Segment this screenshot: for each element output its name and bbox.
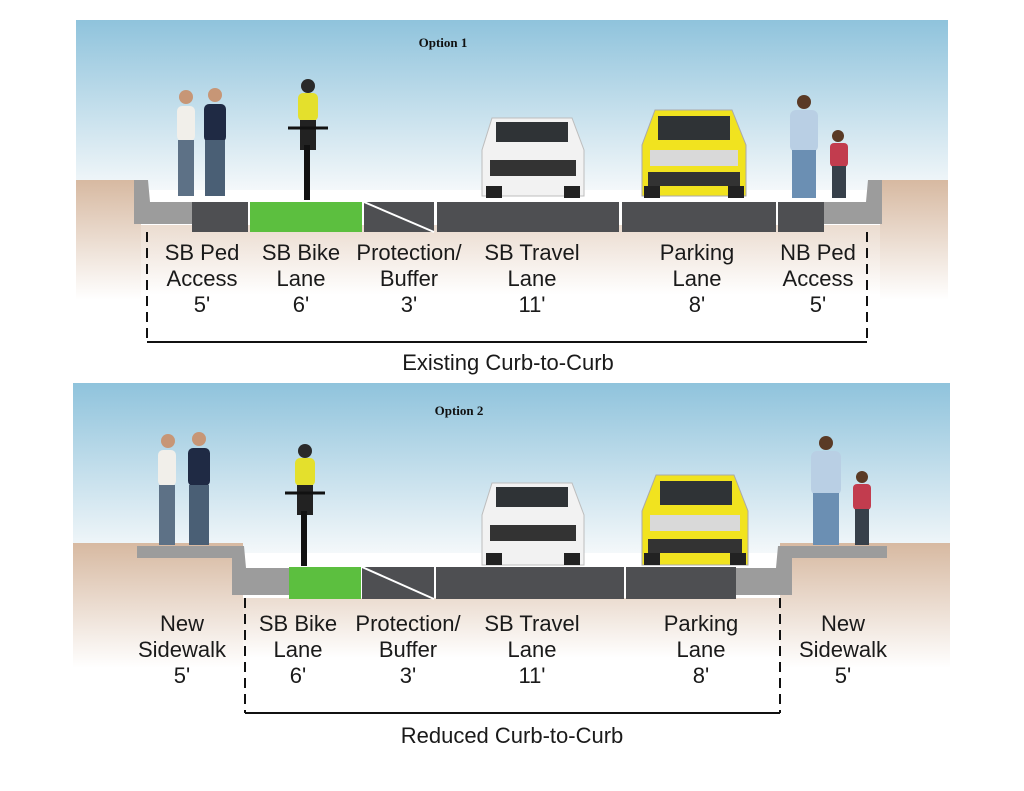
option1-illustration <box>76 20 948 343</box>
adult-child-figure <box>790 95 848 198</box>
option1-title: Option 1 <box>418 35 468 50</box>
bike-lane-surface <box>289 567 361 599</box>
left-curb <box>232 546 290 595</box>
adult-child-figure <box>811 436 871 545</box>
left-curb <box>134 180 192 224</box>
pedestrian-couple-figure <box>177 88 226 196</box>
ground-left <box>73 543 243 668</box>
ground-right <box>880 180 948 300</box>
parking-lane-surface <box>622 202 776 232</box>
right-curb <box>736 546 792 595</box>
right-curb <box>824 180 882 224</box>
yellow-truck-figure <box>641 109 747 198</box>
right-new-sidewalk-surface <box>783 546 887 558</box>
buffer-hatch <box>363 201 435 233</box>
buffer-hatch <box>361 566 435 600</box>
nb-ped-access-surface <box>778 202 824 232</box>
parking-lane-surface <box>626 567 736 599</box>
ground-right <box>780 543 950 668</box>
ground-under-road <box>243 598 780 658</box>
travel-lane-surface <box>437 202 619 232</box>
cyclist-figure <box>285 444 325 566</box>
white-suv-figure <box>481 482 585 566</box>
option2-title: Option 2 <box>434 403 484 418</box>
travel-lane-surface <box>436 567 624 599</box>
bike-lane-surface <box>250 202 362 232</box>
curb-to-curb-label: Existing Curb-to-Curb <box>402 350 614 375</box>
pedestrian-couple-figure <box>158 432 210 545</box>
cyclist-figure <box>288 79 328 200</box>
sb-ped-access-surface <box>192 202 248 232</box>
left-new-sidewalk-surface <box>137 546 241 558</box>
ground-left <box>76 180 141 300</box>
curb-to-curb-label: Reduced Curb-to-Curb <box>400 723 624 748</box>
yellow-truck-figure <box>641 474 749 566</box>
option2-illustration <box>73 383 950 714</box>
white-suv-figure <box>481 117 585 198</box>
ground-under-road <box>141 225 880 295</box>
